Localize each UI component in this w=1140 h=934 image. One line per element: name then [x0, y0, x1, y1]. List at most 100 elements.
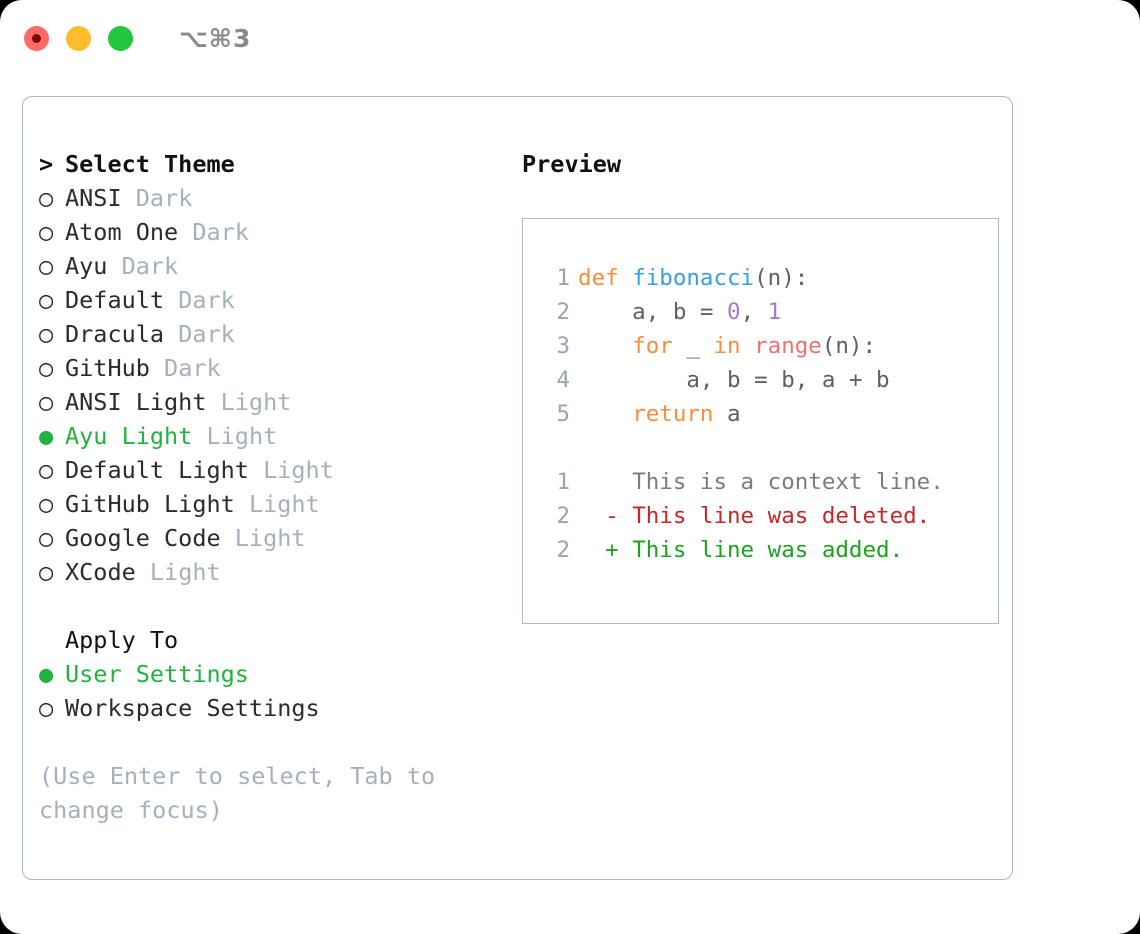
diff-sign: -	[578, 503, 633, 529]
theme-variant-tag: Light	[149, 558, 221, 586]
code-token: for	[632, 333, 673, 359]
theme-variant-tag: Light	[234, 524, 306, 552]
theme-list-item[interactable]: ○ Default Dark	[39, 283, 501, 317]
theme-list-item[interactable]: ○ Default Light Light	[39, 453, 501, 487]
theme-name-tag-gap	[249, 456, 263, 484]
code-line: 3 for _ in range(n):	[536, 329, 998, 363]
diff-text: This is a context line.	[632, 469, 944, 495]
radio-unselected-icon[interactable]: ○	[39, 524, 54, 552]
theme-list-item[interactable]: ● Ayu Light Light	[39, 419, 501, 453]
theme-name: Atom One	[65, 218, 179, 246]
radio-unselected-icon[interactable]: ○	[39, 218, 54, 246]
theme-variant-tag: Light	[206, 422, 278, 450]
minimize-button-icon[interactable]	[66, 25, 91, 51]
close-button-icon[interactable]	[24, 25, 49, 51]
theme-name: ANSI Light	[65, 388, 207, 416]
theme-name: Google Code	[65, 524, 221, 552]
apply-to-item[interactable]: ○ Workspace Settings	[39, 691, 501, 725]
code-token	[578, 401, 632, 427]
code-line: 4 a, b = b, a + b	[536, 363, 998, 397]
diff-line: 1 This is a context line.	[536, 465, 998, 499]
maximize-button-icon[interactable]	[108, 25, 133, 51]
diff-line: 2 + This line was added.	[536, 533, 998, 567]
theme-name-tag-gap	[136, 558, 150, 586]
select-theme-heading-label: Select Theme	[65, 150, 235, 178]
theme-list-item[interactable]: ○Ayu Dark	[39, 249, 501, 283]
radio-unselected-icon[interactable]: ○	[39, 490, 54, 518]
apply-to-label: Workspace Settings	[65, 694, 320, 722]
code-line-number: 4	[556, 367, 570, 393]
theme-list-item[interactable]: ○ANSI Dark	[39, 181, 501, 215]
list-spacer	[39, 589, 501, 623]
keyboard-hint: (Use Enter to select, Tab to change focu…	[39, 762, 450, 824]
code-token	[578, 333, 632, 359]
code-token: a, b =	[578, 299, 728, 325]
select-theme-heading: > Select Theme	[39, 147, 501, 181]
diff-line-number: 2	[556, 503, 570, 529]
theme-variant-tag: Dark	[192, 218, 249, 246]
radio-unselected-icon[interactable]: ○	[39, 694, 54, 722]
caret-icon: >	[39, 150, 54, 178]
theme-name-tag-gap	[221, 524, 235, 552]
theme-list-item[interactable]: ○ANSI Light Light	[39, 385, 501, 419]
theme-variant-tag: Dark	[121, 252, 179, 280]
theme-name-tag-gap	[192, 422, 206, 450]
theme-list-item[interactable]: ○GitHub Dark	[39, 351, 501, 385]
code-token	[741, 333, 755, 359]
theme-name: Default	[65, 286, 165, 314]
radio-selected-icon[interactable]: ●	[39, 422, 54, 450]
code-token: fibonacci	[632, 265, 755, 291]
apply-to-item[interactable]: ● User Settings	[39, 657, 501, 691]
theme-name: Dracula	[65, 320, 165, 348]
code-line: 1 def fibonacci(n):	[536, 261, 998, 295]
code-line-number: 1	[556, 265, 570, 291]
radio-unselected-icon[interactable]: ○	[39, 286, 54, 314]
code-token: ,	[740, 299, 768, 325]
code-token: def	[578, 265, 619, 291]
radio-unselected-icon[interactable]: ○	[39, 320, 54, 348]
code-token: _	[672, 333, 714, 359]
theme-name: GitHub Light	[65, 490, 235, 518]
radio-selected-icon[interactable]: ●	[39, 660, 54, 688]
code-token: (n):	[754, 265, 809, 291]
theme-name-tag-gap	[107, 252, 121, 280]
theme-name-tag-gap	[122, 184, 136, 212]
theme-list-item[interactable]: ○ GitHub Light Light	[39, 487, 501, 521]
apply-to-heading-label: Apply To	[65, 626, 179, 654]
code-token: a, b = b, a + b	[578, 367, 890, 393]
preview-title: Preview	[522, 150, 622, 178]
theme-variant-tag: Light	[263, 456, 334, 484]
radio-unselected-icon[interactable]: ○	[39, 184, 54, 212]
code-token	[619, 265, 633, 291]
theme-list: ○ANSI Dark○Atom One Dark○Ayu Dark○Defaul…	[39, 181, 501, 589]
main-card: >Select Theme ○ANSI Dark○Atom One Dark○A…	[22, 96, 1013, 880]
theme-name-tag-gap	[164, 286, 178, 314]
code-token: range	[754, 333, 822, 359]
theme-name: Ayu Light	[65, 422, 193, 450]
theme-list-item[interactable]: ○ Atom One Dark	[39, 215, 501, 249]
radio-unselected-icon[interactable]: ○	[39, 558, 54, 586]
theme-list-item[interactable]: ○ Google Code Light	[39, 521, 501, 555]
theme-name: ANSI	[65, 184, 122, 212]
theme-name-tag-gap	[235, 490, 249, 518]
theme-list-item[interactable]: ○Dracula Dark	[39, 317, 501, 351]
theme-list-item[interactable]: ○XCode Light	[39, 555, 501, 589]
code-line-number: 5	[556, 401, 570, 427]
code-line: 2 a, b = 0, 1	[536, 295, 998, 329]
theme-name: Default Light	[65, 456, 249, 484]
diff-text: This line was added.	[632, 537, 904, 563]
radio-unselected-icon[interactable]: ○	[39, 354, 54, 382]
theme-variant-tag: Dark	[178, 286, 235, 314]
radio-unselected-icon[interactable]: ○	[39, 388, 54, 416]
code-token: (n):	[821, 333, 877, 359]
code-token: 0	[727, 299, 741, 325]
apply-to-label: User Settings	[65, 660, 249, 688]
radio-unselected-icon[interactable]: ○	[39, 456, 54, 484]
diff-sign	[578, 469, 632, 495]
theme-variant-tag: Light	[248, 490, 320, 518]
diff-sign: +	[578, 537, 633, 563]
radio-unselected-icon[interactable]: ○	[39, 252, 54, 280]
